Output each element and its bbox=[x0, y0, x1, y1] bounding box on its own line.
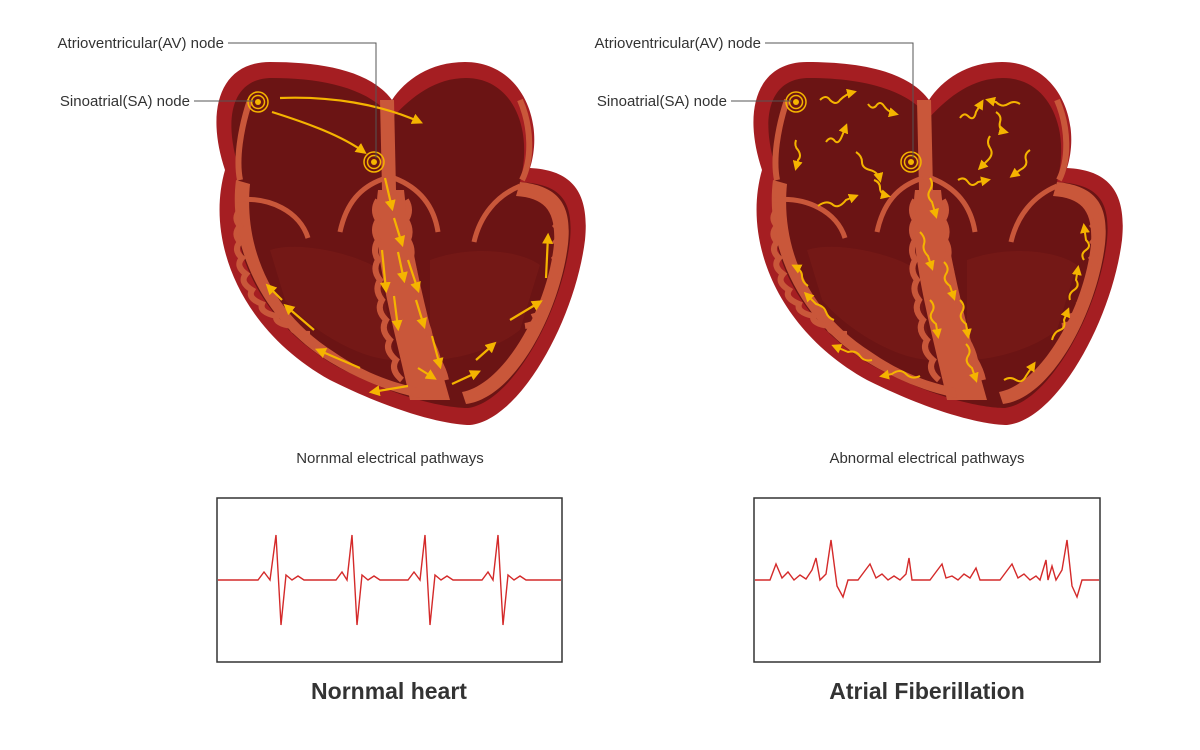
afib-ecg-box bbox=[753, 497, 1101, 663]
sa-node-label: Sinoatrial(SA) node bbox=[60, 93, 190, 110]
normal-ecg-box bbox=[216, 497, 563, 663]
normal-ecg-trace bbox=[218, 534, 561, 626]
abnormal-caption: Abnormal electrical pathways bbox=[829, 450, 1024, 467]
abnormal-signal-arrows bbox=[791, 88, 1090, 383]
normal-caption: Nornmal electrical pathways bbox=[296, 450, 484, 467]
afib-heart-panel: Atrioventricular(AV) node Sinoatrial(SA)… bbox=[595, 35, 1123, 704]
av-node-icon bbox=[900, 151, 922, 173]
normal-signal-arrows bbox=[265, 96, 554, 397]
sa-node-icon bbox=[247, 91, 269, 113]
afib-title: Atrial Fiberillation bbox=[829, 678, 1025, 704]
sa-node-label: Sinoatrial(SA) node bbox=[597, 93, 727, 110]
normal-heart-title: Nornmal heart bbox=[311, 678, 467, 704]
av-node-label: Atrioventricular(AV) node bbox=[58, 35, 224, 52]
av-leader-line bbox=[765, 42, 914, 158]
afib-heart-illustration bbox=[753, 62, 1122, 425]
afib-ecg-trace bbox=[755, 539, 1099, 600]
av-node-label: Atrioventricular(AV) node bbox=[595, 35, 761, 52]
sa-node-icon bbox=[785, 91, 807, 113]
av-leader-line bbox=[228, 42, 377, 158]
normal-heart-panel: Atrioventricular(AV) node Sinoatrial(SA)… bbox=[58, 35, 586, 704]
av-node-icon bbox=[363, 151, 385, 173]
